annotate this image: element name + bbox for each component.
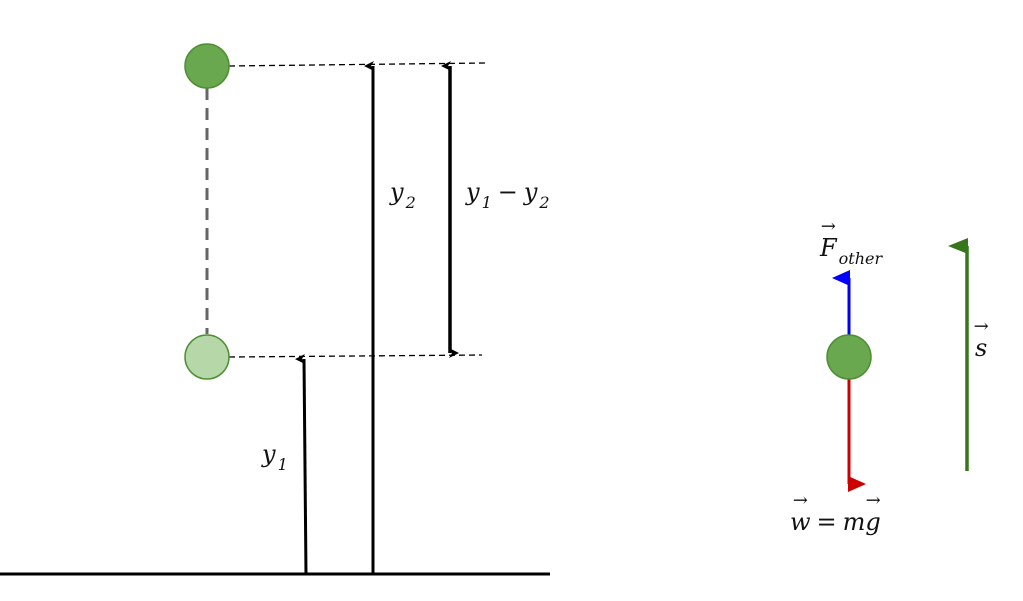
displacement-label-text: s xyxy=(975,334,987,362)
displacement-label: s xyxy=(975,334,987,362)
ball-final-position xyxy=(184,43,230,89)
weight-lhs: w xyxy=(790,508,811,536)
y1-arrow xyxy=(295,353,308,576)
top-level-dashed-line xyxy=(228,62,486,67)
diff-op: − xyxy=(497,178,518,206)
weight-op: = xyxy=(816,508,837,536)
y1-label-sub: 1 xyxy=(277,455,288,474)
weight-g: g xyxy=(865,508,880,536)
weight-m: m xyxy=(842,508,866,536)
f-other-label-base: F xyxy=(820,234,837,262)
diff-a-sub: 1 xyxy=(481,193,492,212)
diff-b-sub: 2 xyxy=(539,193,550,212)
weight-label: w=mg xyxy=(790,508,881,536)
free-body-ball xyxy=(826,334,872,380)
diff-b: y xyxy=(523,178,538,206)
ball-initial-position xyxy=(184,334,230,380)
f-other-label-sub: other xyxy=(838,249,883,268)
y2-label-base: y xyxy=(390,178,404,206)
y2-label-sub: 2 xyxy=(405,193,416,212)
bottom-level-dashed-line xyxy=(228,354,483,358)
y1-label-base: y xyxy=(262,440,276,468)
diff-a: y xyxy=(466,178,480,206)
